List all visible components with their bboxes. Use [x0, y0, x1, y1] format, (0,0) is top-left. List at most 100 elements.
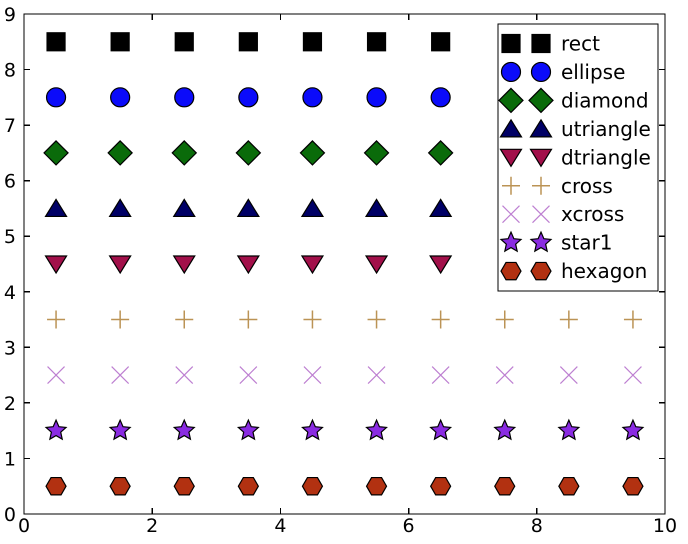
cross-marker — [495, 310, 514, 329]
rect-marker — [110, 32, 130, 52]
series-xcross — [47, 366, 642, 385]
ellipse-legend-icon — [500, 61, 522, 83]
diamond-legend-icon — [498, 87, 524, 114]
legend-entry-ellipse: ellipse — [500, 60, 625, 84]
diamond-marker — [235, 140, 262, 166]
cross-legend-icon — [502, 176, 520, 195]
diamond-marker — [427, 140, 454, 166]
dtriangle-marker — [108, 255, 132, 275]
hexagon-marker — [494, 476, 516, 496]
ellipse-marker — [430, 87, 451, 108]
cross-legend-icon — [532, 176, 550, 195]
rect-legend-icon — [501, 33, 521, 54]
cross-marker — [111, 310, 130, 329]
cross-marker — [623, 310, 642, 329]
legend-entry-cross: cross — [502, 174, 613, 198]
hexagon-marker — [301, 476, 324, 496]
series-utriangle — [44, 198, 453, 218]
rect-marker — [238, 32, 258, 52]
ellipse-marker — [366, 87, 387, 108]
series-star1 — [44, 418, 645, 441]
xcross-marker — [559, 366, 578, 385]
diamond-legend-icon — [528, 87, 554, 114]
dtriangle-marker — [364, 255, 389, 275]
y-tick-label: 5 — [4, 226, 16, 248]
y-tick-label: 0 — [4, 504, 16, 526]
diamond-marker — [299, 140, 326, 166]
dtriangle-marker — [172, 255, 196, 275]
utriangle-marker — [108, 198, 132, 218]
utriangle-legend-icon — [499, 118, 523, 138]
xcross-marker — [239, 366, 258, 385]
dtriangle-marker — [44, 255, 68, 275]
cross-marker — [239, 310, 258, 329]
xcross-legend-icon — [532, 205, 550, 224]
utriangle-marker — [364, 198, 389, 218]
x-tick-label: 8 — [531, 515, 543, 537]
rect-marker — [302, 32, 323, 52]
y-tick-label: 4 — [4, 282, 16, 304]
ellipse-legend-icon — [530, 61, 552, 83]
dtriangle-legend-icon — [529, 148, 553, 168]
legend-label: hexagon — [561, 259, 647, 283]
legend-label: ellipse — [561, 60, 625, 84]
series-hexagon — [45, 476, 644, 496]
ellipse-marker — [174, 87, 195, 108]
series-diamond — [43, 140, 454, 166]
legend: rect ellipse diamond utriangle dtriangle cros… — [497, 23, 659, 292]
rect-marker — [174, 32, 194, 52]
ellipse-marker — [302, 87, 323, 108]
legend-entry-xcross: xcross — [502, 202, 624, 226]
rect-marker — [366, 32, 387, 52]
utriangle-marker — [429, 198, 453, 218]
rect-marker — [46, 32, 66, 52]
series-ellipse — [45, 87, 451, 108]
cross-marker — [367, 310, 386, 329]
hexagon-legend-icon — [530, 261, 552, 281]
series-dtriangle — [44, 255, 453, 275]
legend-label: star1 — [561, 231, 612, 255]
dtriangle-marker — [236, 255, 260, 275]
legend-entry-diamond: diamond — [498, 87, 649, 114]
legend-entry-hexagon: hexagon — [500, 259, 647, 283]
legend-entry-dtriangle: dtriangle — [499, 145, 651, 169]
ellipse-marker — [45, 87, 67, 108]
hexagon-marker — [429, 476, 452, 496]
cross-marker — [175, 310, 194, 329]
legend-label: utriangle — [561, 117, 651, 141]
y-tick-label: 2 — [4, 393, 16, 415]
hexagon-marker — [237, 476, 260, 496]
diamond-marker — [43, 140, 69, 166]
dtriangle-legend-icon — [499, 148, 523, 168]
y-tick-label: 3 — [4, 337, 16, 359]
star1-marker — [493, 418, 517, 441]
xcross-marker — [175, 366, 194, 385]
y-tick-label: 8 — [4, 60, 16, 82]
utriangle-marker — [44, 198, 68, 218]
legend-box — [497, 23, 659, 292]
hexagon-marker — [622, 476, 644, 496]
axes-frame — [23, 13, 666, 515]
y-tick-label: 6 — [4, 171, 16, 193]
diamond-marker — [107, 140, 133, 166]
utriangle-marker — [236, 198, 260, 218]
rect-legend-icon — [531, 33, 551, 54]
x-tick-label: 6 — [403, 515, 415, 537]
legend-entry-rect: rect — [501, 32, 600, 56]
y-tick-label: 9 — [4, 4, 16, 26]
star1-legend-icon — [499, 230, 523, 253]
star1-marker — [557, 418, 581, 441]
xcross-marker — [495, 366, 514, 385]
rect-marker — [431, 32, 451, 52]
legend-label: rect — [561, 32, 600, 56]
cross-marker — [303, 310, 322, 329]
hexagon-marker — [173, 476, 195, 496]
cross-marker — [559, 310, 578, 329]
star1-marker — [108, 418, 132, 441]
xcross-legend-icon — [502, 205, 520, 224]
utriangle-marker — [300, 198, 325, 218]
star1-marker — [172, 418, 196, 441]
